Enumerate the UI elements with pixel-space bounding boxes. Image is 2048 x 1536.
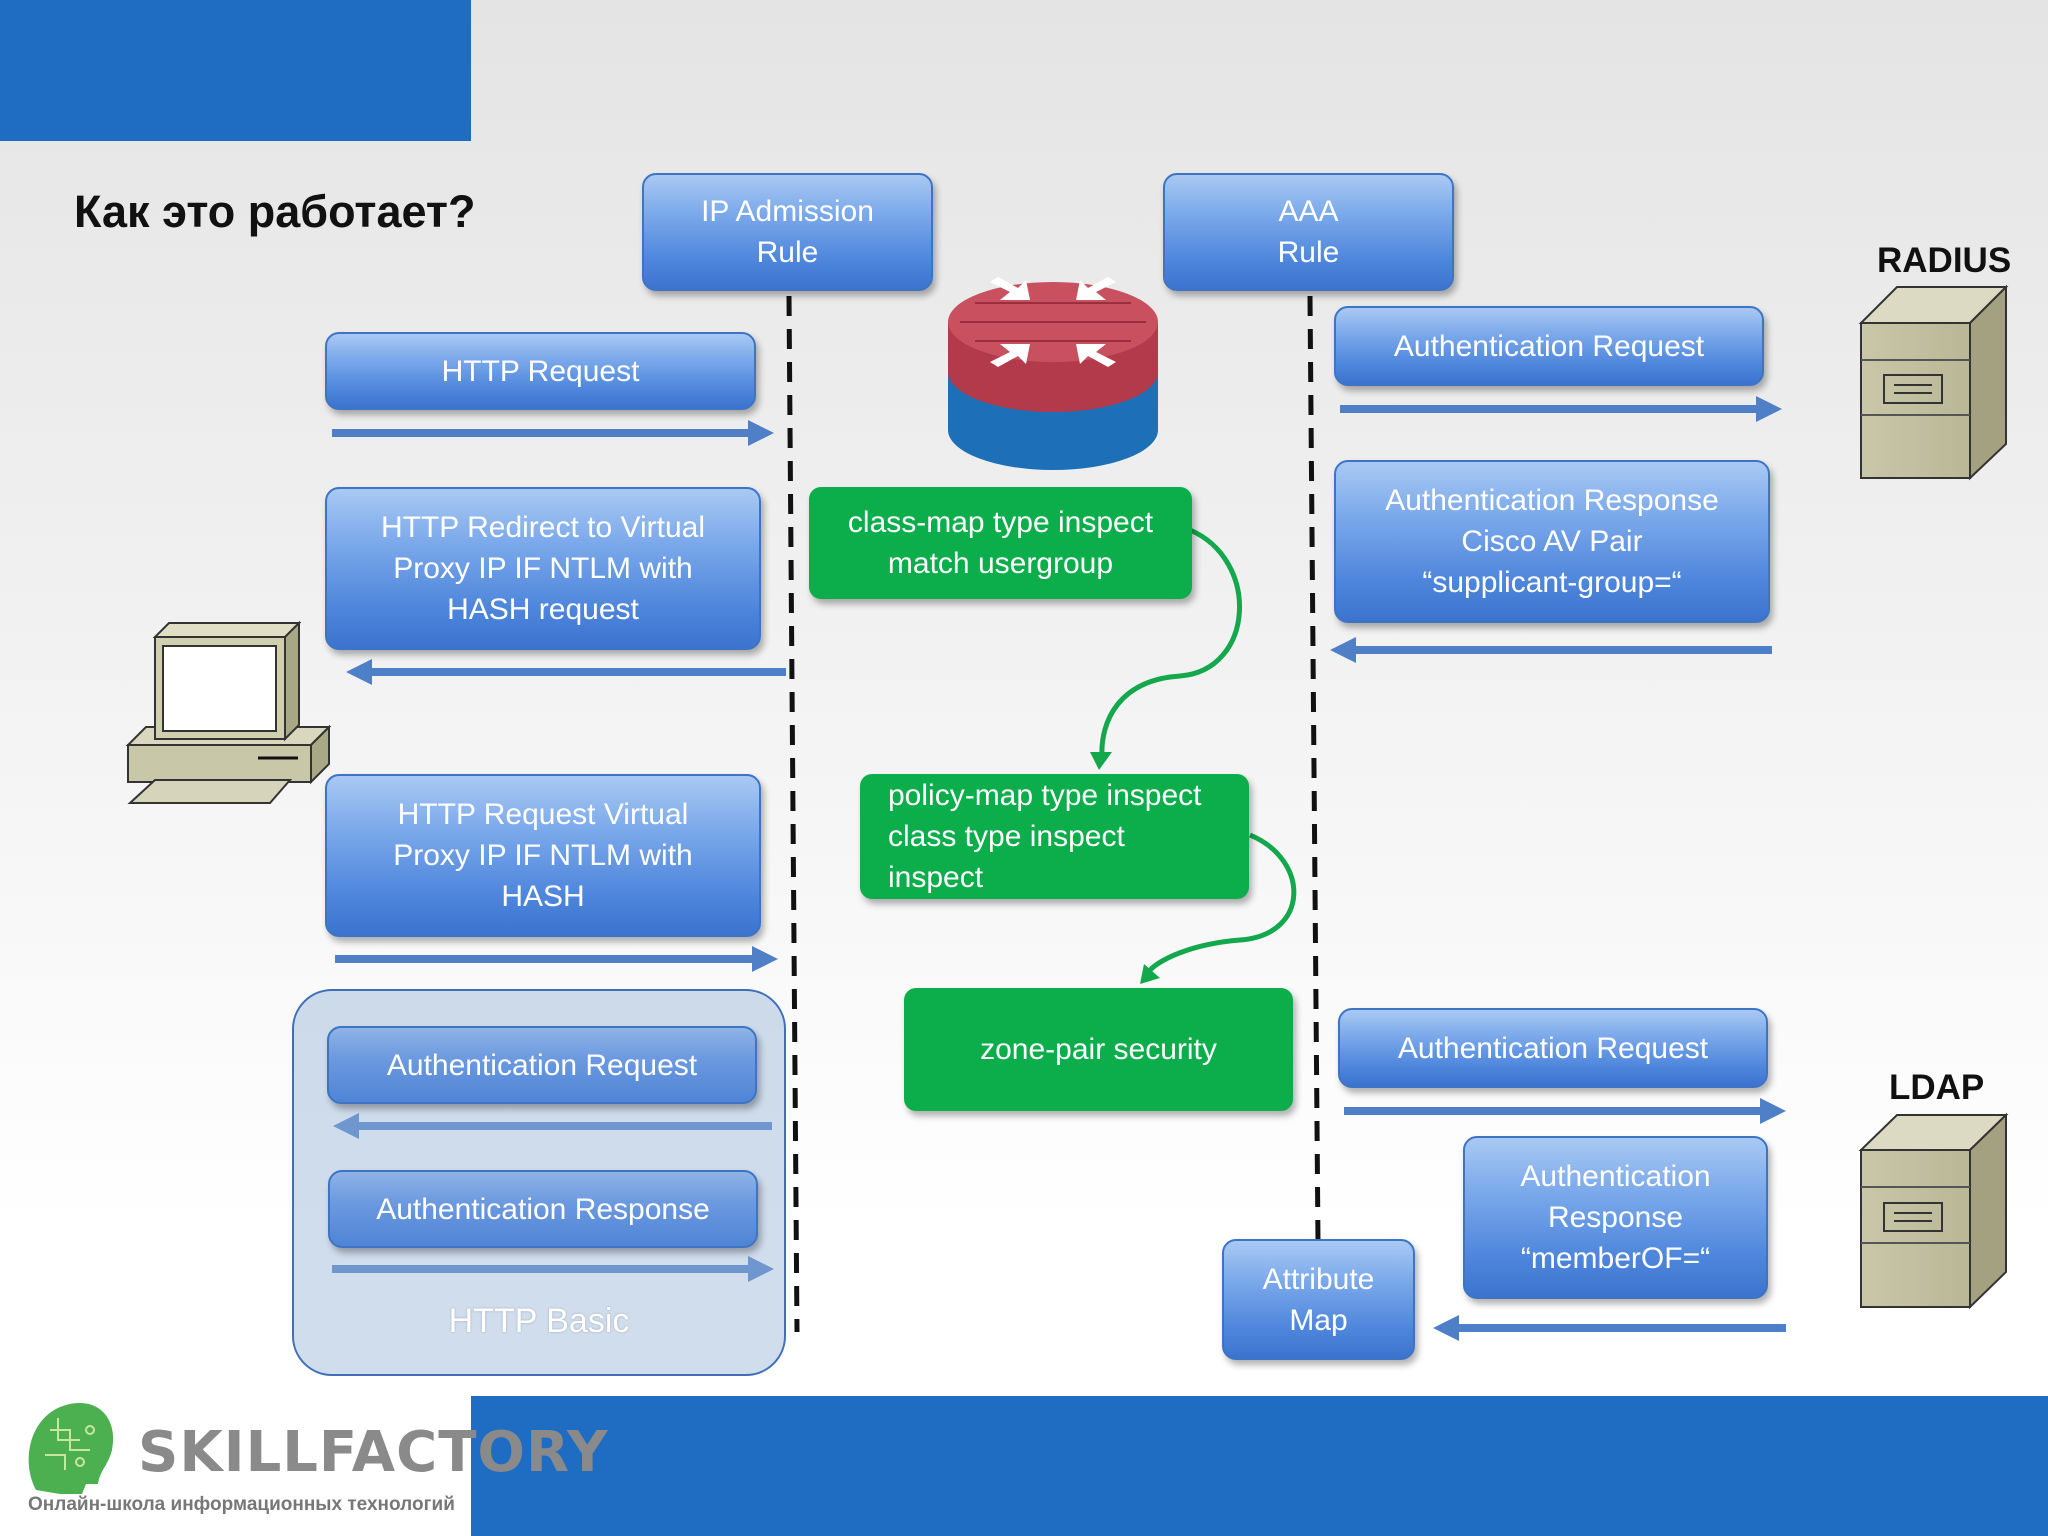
http-request-box: HTTP Request xyxy=(325,332,756,410)
basic-auth-request-box: Authentication Request xyxy=(327,1026,757,1104)
ip-admission-lifeline xyxy=(786,295,800,1333)
arrow-basic-auth-response xyxy=(332,1256,774,1282)
zone-pair-box: zone-pair security xyxy=(904,988,1293,1111)
aaa-lifeline xyxy=(1307,295,1321,1243)
bottom-accent-bar xyxy=(471,1396,2048,1536)
radius-auth-request-box: Authentication Request xyxy=(1334,306,1764,386)
basic-auth-response-box: Authentication Response xyxy=(328,1170,758,1248)
arrow-ldap-auth-response xyxy=(1433,1315,1786,1341)
brand-name: SKILLFACTORY xyxy=(138,1420,609,1485)
aaa-rule-box: AAA Rule xyxy=(1163,173,1454,291)
slide-title: Как это работает? xyxy=(74,186,476,237)
connector-classmap-to-policymap xyxy=(1099,527,1243,759)
computer-icon xyxy=(125,620,332,804)
ldap-auth-request-box: Authentication Request xyxy=(1338,1008,1768,1088)
top-accent-bar xyxy=(0,0,471,141)
arrow-http-request-virtual xyxy=(335,946,778,972)
arrow-http-redirect xyxy=(346,659,786,685)
ip-admission-rule-box: IP Admission Rule xyxy=(642,173,933,291)
connector-policymap-to-zonepair xyxy=(1148,832,1297,972)
ldap-label: LDAP xyxy=(1889,1068,1985,1107)
arrow-radius-auth-request xyxy=(1340,396,1782,422)
arrow-ldap-auth-request xyxy=(1344,1098,1786,1124)
router-icon xyxy=(948,277,1158,470)
ldap-auth-response-box: Authentication Response “memberOF=“ xyxy=(1463,1136,1768,1299)
attribute-map-box: Attribute Map xyxy=(1222,1239,1415,1360)
radius-label: RADIUS xyxy=(1877,241,2012,280)
brand-tagline: Онлайн-школа информационных технологий xyxy=(28,1494,455,1515)
http-basic-label: HTTP Basic xyxy=(448,1302,630,1340)
ldap-server-icon xyxy=(1858,1112,2009,1310)
class-map-box: class-map type inspect match usergroup xyxy=(809,487,1192,599)
arrow-basic-auth-request xyxy=(333,1113,772,1139)
radius-auth-response-box: Authentication Response Cisco AV Pair “s… xyxy=(1334,460,1770,623)
arrow-http-request xyxy=(332,420,774,446)
policy-map-box: policy-map type inspect class type inspe… xyxy=(860,774,1249,899)
brain-logo-icon xyxy=(28,1403,114,1494)
radius-server-icon xyxy=(1858,284,2009,481)
http-request-virtual-box: HTTP Request Virtual Proxy IP IF NTLM wi… xyxy=(325,774,761,937)
http-redirect-box: HTTP Redirect to Virtual Proxy IP IF NTL… xyxy=(325,487,761,650)
arrow-radius-auth-response xyxy=(1330,637,1772,663)
